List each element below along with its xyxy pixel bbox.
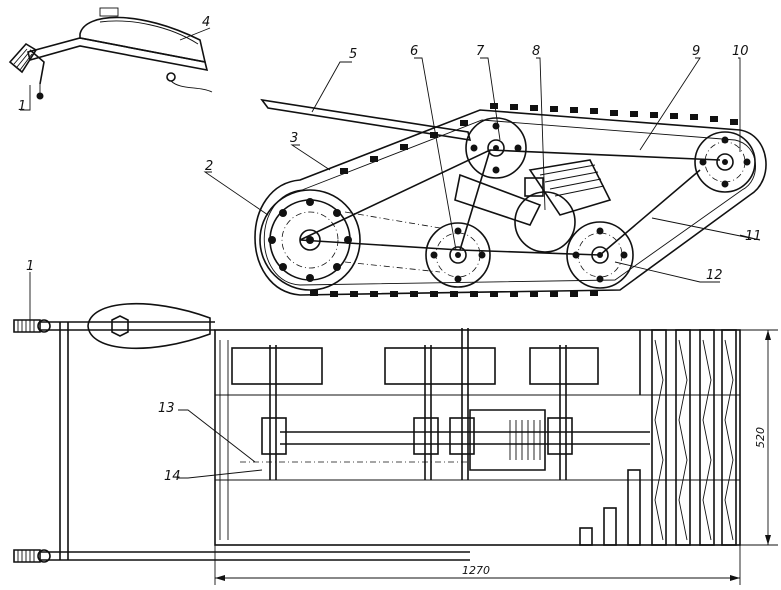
chassis-frame	[214, 329, 741, 546]
label-4: 4	[202, 15, 210, 30]
label-7: 7	[476, 44, 485, 59]
label-2: 2	[205, 159, 213, 174]
frame	[299, 149, 721, 256]
dimension-width	[740, 329, 778, 546]
top-roller	[465, 117, 527, 179]
label-13: 13	[158, 401, 175, 416]
label-6: 6	[410, 44, 418, 59]
drive-chain	[344, 211, 441, 273]
engine	[454, 159, 612, 253]
dimension-labels: 520 1270	[462, 427, 767, 577]
fuel-tank-plan	[87, 302, 211, 350]
dimension-length-label: 1270	[462, 564, 490, 577]
plan-view	[13, 302, 778, 585]
track-belt	[254, 109, 767, 296]
side-view	[254, 98, 767, 297]
label-1-plan: 1	[26, 259, 34, 274]
dimension-length	[214, 545, 741, 585]
handlebar-tank-detail	[8, 7, 213, 100]
track-plates	[579, 329, 737, 546]
engine-plan	[469, 409, 546, 471]
grip-bottom	[13, 549, 51, 563]
label-1: 1	[18, 99, 26, 114]
label-12: 12	[706, 268, 723, 283]
track-lugs	[310, 103, 738, 297]
sprockets-plan	[231, 347, 599, 455]
label-11: 11	[745, 229, 762, 244]
part-labels: 1 4 5 3 2 6 7 8 9 10 11 12 13 14 1	[18, 15, 762, 484]
wheel-bolts	[268, 122, 751, 283]
label-3: 3	[290, 131, 298, 146]
label-8: 8	[532, 44, 540, 59]
label-10: 10	[732, 44, 749, 59]
label-14: 14	[164, 469, 181, 484]
label-9: 9	[692, 44, 700, 59]
label-5: 5	[349, 47, 357, 62]
leader-lines	[20, 27, 761, 479]
dimension-width-label: 520	[754, 427, 767, 448]
grip-top	[13, 319, 51, 333]
